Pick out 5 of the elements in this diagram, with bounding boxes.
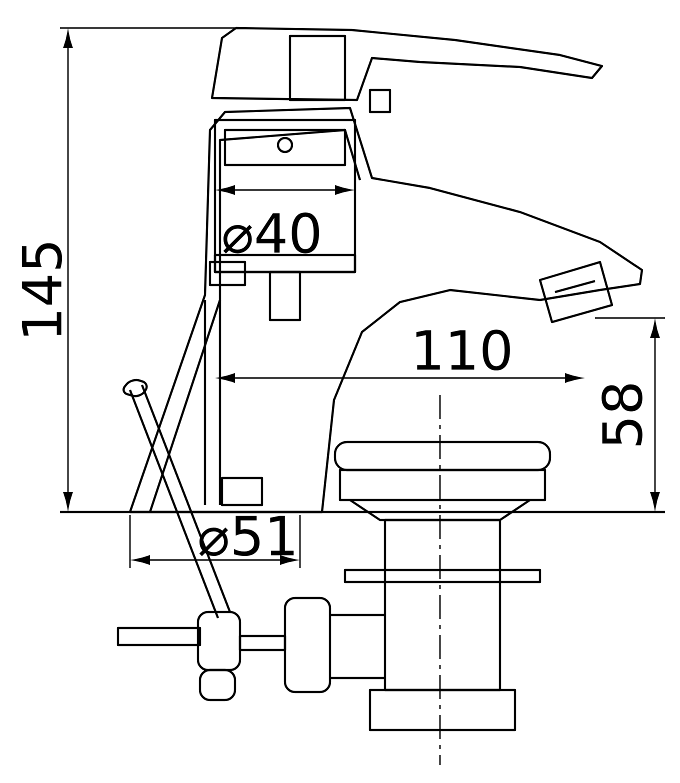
- dimension-label: ⌀51: [199, 516, 294, 556]
- dimension-label: ⌀40: [223, 212, 319, 254]
- dimension-label: 145: [22, 243, 62, 336]
- dimension-label: 110: [416, 330, 510, 370]
- dimension-label: 58: [602, 384, 642, 446]
